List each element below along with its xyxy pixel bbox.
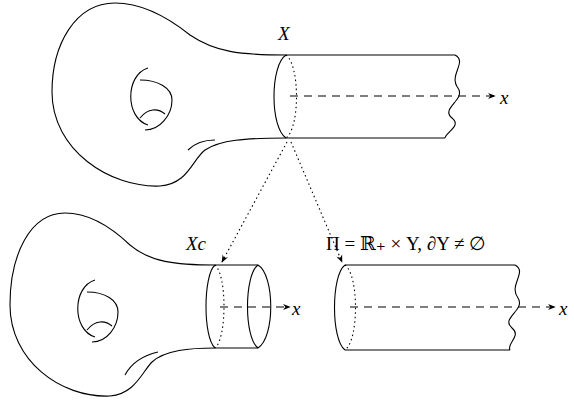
axis-label: x [559, 299, 567, 318]
hole [87, 322, 112, 330]
tube-edge [345, 264, 515, 265]
fold [188, 140, 215, 150]
axis [290, 95, 495, 96]
part-name: Xc [186, 234, 206, 253]
body-outline [52, 3, 286, 186]
hole [87, 292, 118, 342]
fold [125, 352, 158, 375]
tube-edge [286, 137, 445, 138]
manifold-name: X [278, 24, 290, 43]
tube-edge [215, 264, 258, 265]
tube-edge [345, 349, 510, 350]
hole [140, 110, 165, 118]
hole [140, 80, 172, 130]
cross-section [206, 265, 215, 348]
split-line [222, 142, 287, 262]
cross-section [335, 265, 346, 350]
tube-edge [215, 347, 258, 348]
cross-section [274, 55, 286, 138]
tube-edge [286, 54, 455, 55]
axis [220, 306, 290, 307]
part-definition: Π = ℝ₊ × Y, ∂Y ≠ ∅ [326, 234, 486, 253]
hole [78, 280, 95, 337]
axis-label: x [292, 299, 300, 318]
axis-label: x [500, 88, 508, 107]
hole [131, 68, 148, 125]
axis [350, 306, 555, 307]
body-outline [10, 213, 215, 396]
